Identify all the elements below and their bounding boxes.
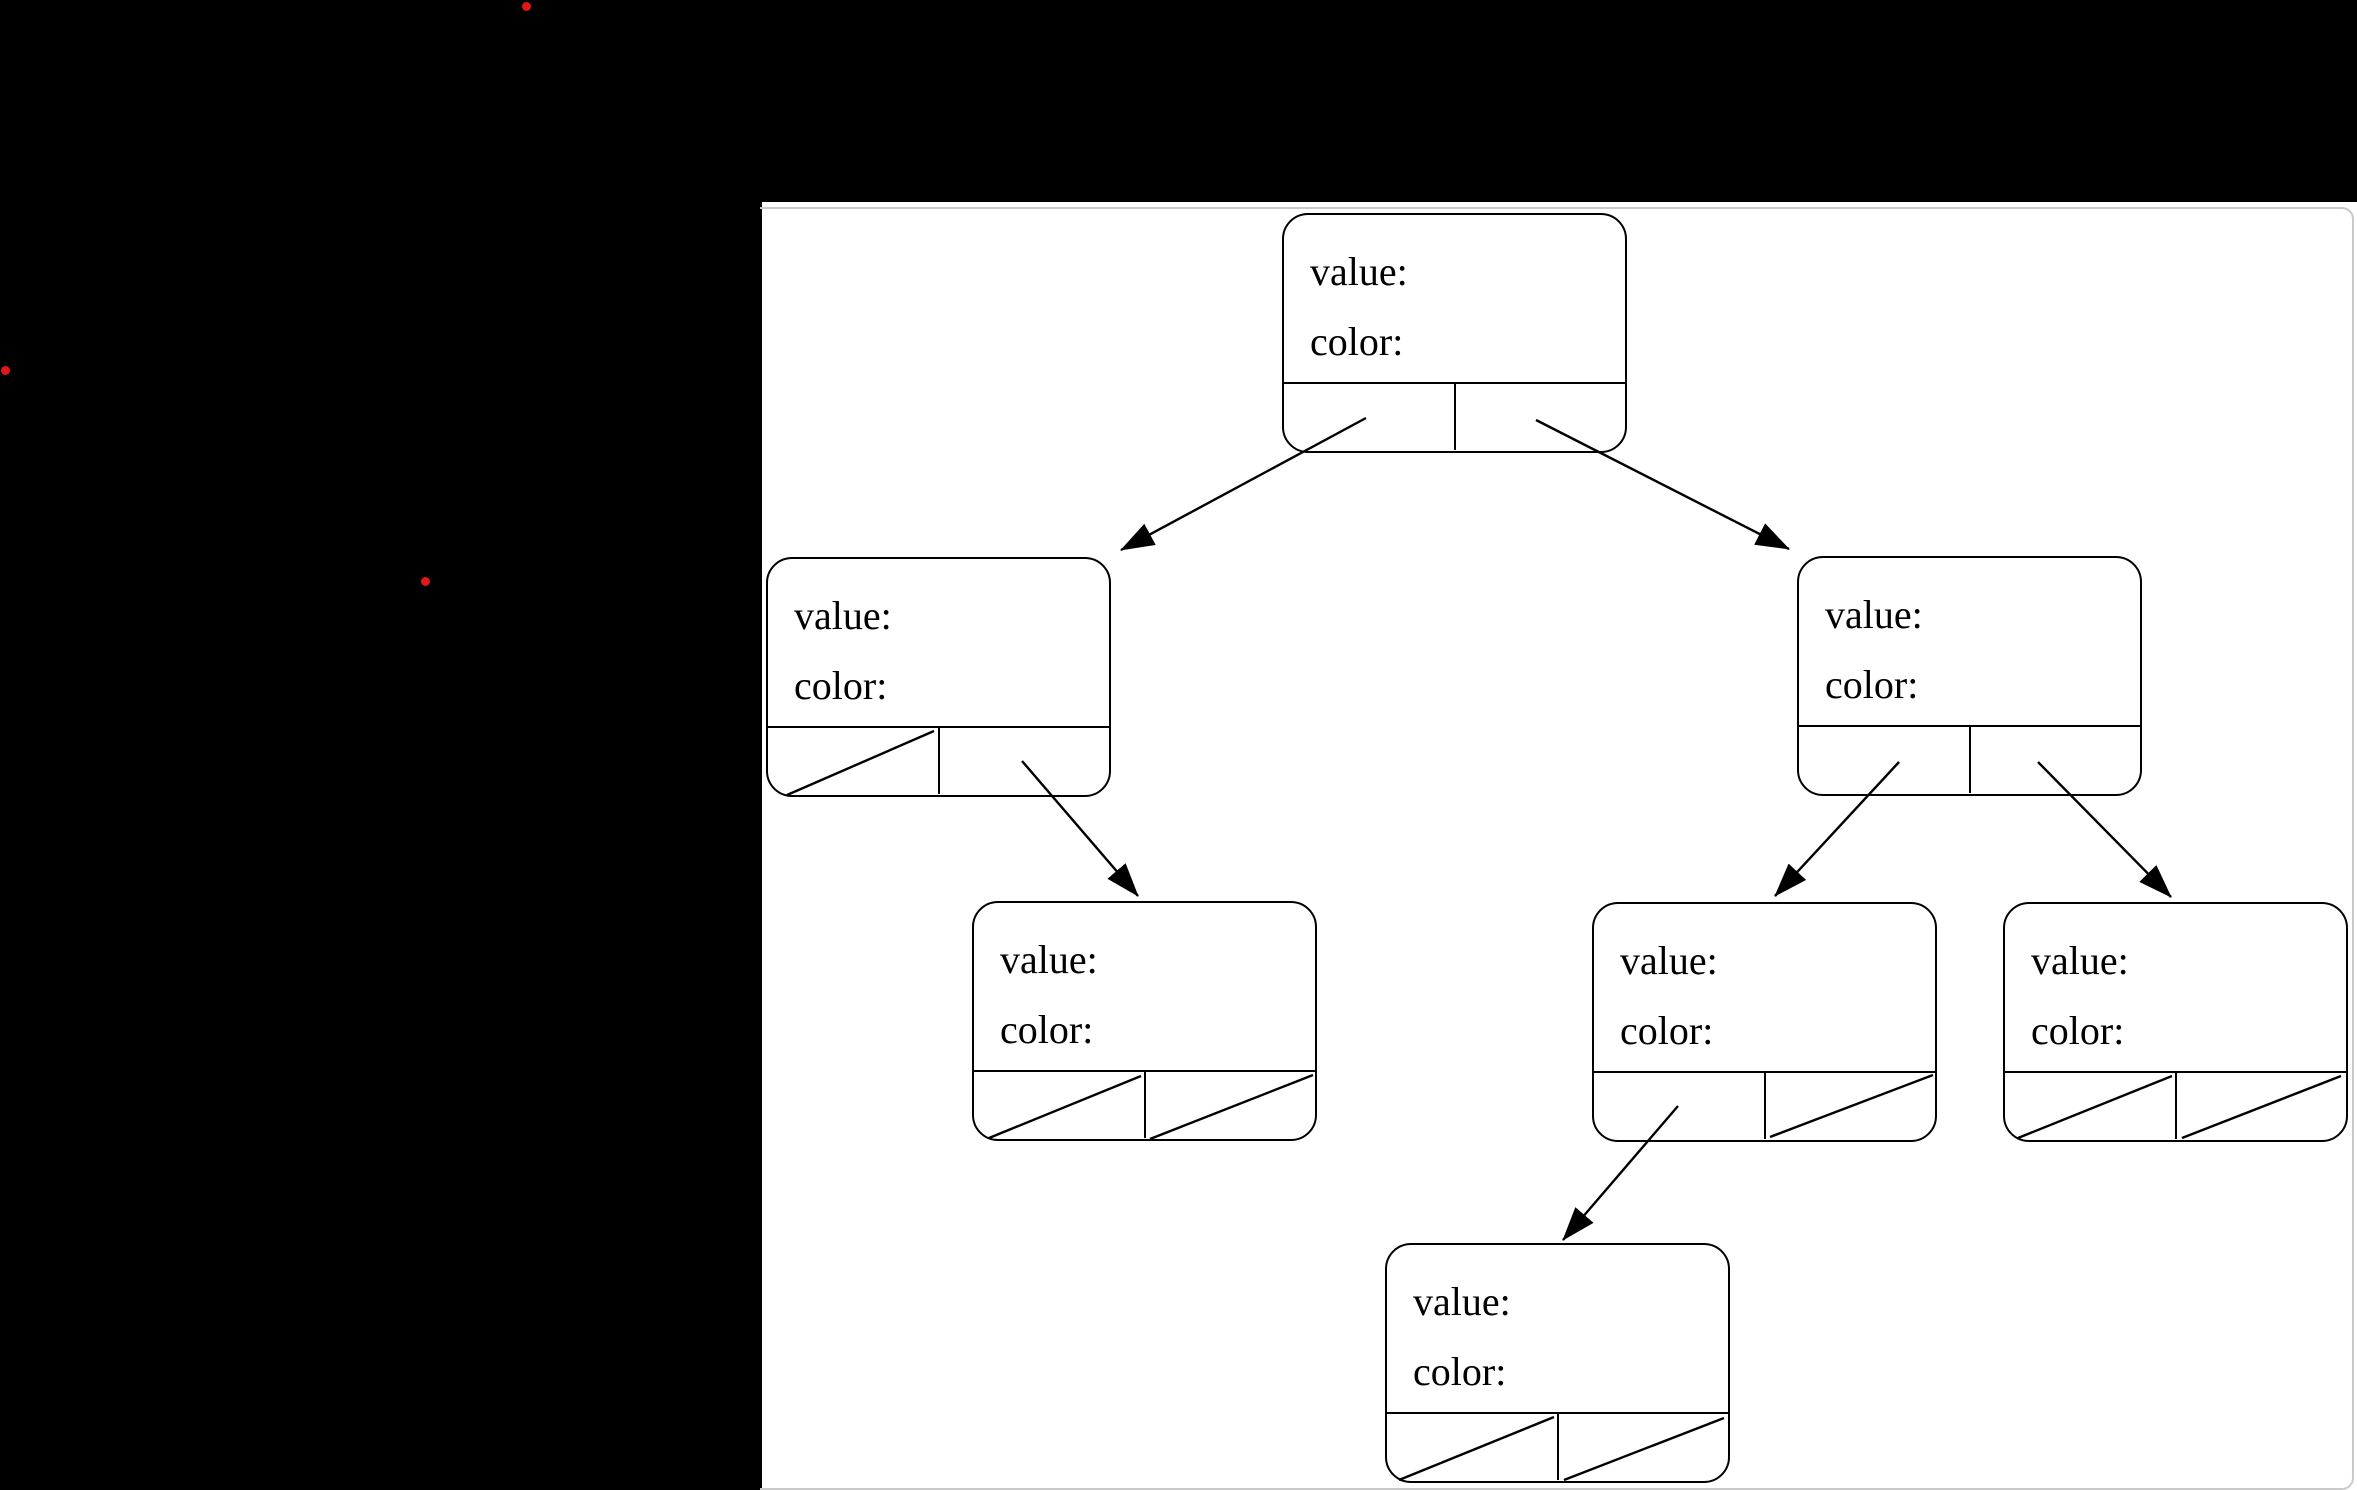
pointer-cells [2005,1071,2346,1139]
left-pointer-cell-null [2005,1073,2177,1139]
value-field-label: value: [2031,938,2129,983]
left-pointer-cell [1594,1073,1766,1139]
right-pointer-cell-null [1559,1414,1729,1480]
value-field-label: value: [1310,249,1408,294]
color-field-label: color: [1000,1007,1094,1052]
pointer-cells [768,726,1109,794]
node-fields: value: color: [768,559,1109,726]
tree-node-bottom: value: color: [1385,1243,1730,1483]
node-fields: value: color: [1799,558,2140,725]
value-field-label: value: [1620,938,1718,983]
pointer-cells [1387,1412,1728,1480]
tree-node-right-left: value: color: [1592,902,1937,1142]
left-pointer-cell-null [1387,1414,1559,1480]
right-pointer-cell-null [2177,1073,2347,1139]
page-frame-border [760,207,2354,1490]
tree-node-left-right: value: color: [972,901,1317,1141]
value-field-label: value: [1825,592,1923,637]
right-pointer-cell [940,728,1110,794]
node-fields: value: color: [1594,904,1935,1071]
color-field-label: color: [1620,1008,1714,1053]
left-pointer-cell [1799,727,1971,793]
color-field-label: color: [1310,319,1404,364]
right-pointer-cell [1456,384,1626,450]
value-field-label: value: [1413,1279,1511,1324]
node-fields: value: color: [1387,1245,1728,1412]
pointer-cells [1594,1071,1935,1139]
tree-node-right: value: color: [1797,556,2142,796]
tree-node-root: value: color: [1282,213,1627,453]
left-pointer-cell-null [768,728,940,794]
color-field-label: color: [1825,662,1919,707]
tree-node-right-right: value: color: [2003,902,2348,1142]
tree-node-left: value: color: [766,557,1111,797]
right-pointer-cell-null [1146,1072,1316,1138]
red-dot-marker-top [522,2,531,11]
red-dot-marker-left [1,366,10,375]
pointer-cells [1284,382,1625,450]
red-dot-marker-middle [421,577,430,586]
left-pointer-cell [1284,384,1456,450]
right-pointer-cell-null [1766,1073,1936,1139]
node-fields: value: color: [2005,904,2346,1071]
pointer-cells [1799,725,2140,793]
color-field-label: color: [2031,1008,2125,1053]
node-fields: value: color: [974,903,1315,1070]
right-pointer-cell [1971,727,2141,793]
node-fields: value: color: [1284,215,1625,382]
value-field-label: value: [794,593,892,638]
color-field-label: color: [794,663,888,708]
value-field-label: value: [1000,937,1098,982]
pointer-cells [974,1070,1315,1138]
left-pointer-cell-null [974,1072,1146,1138]
color-field-label: color: [1413,1349,1507,1394]
